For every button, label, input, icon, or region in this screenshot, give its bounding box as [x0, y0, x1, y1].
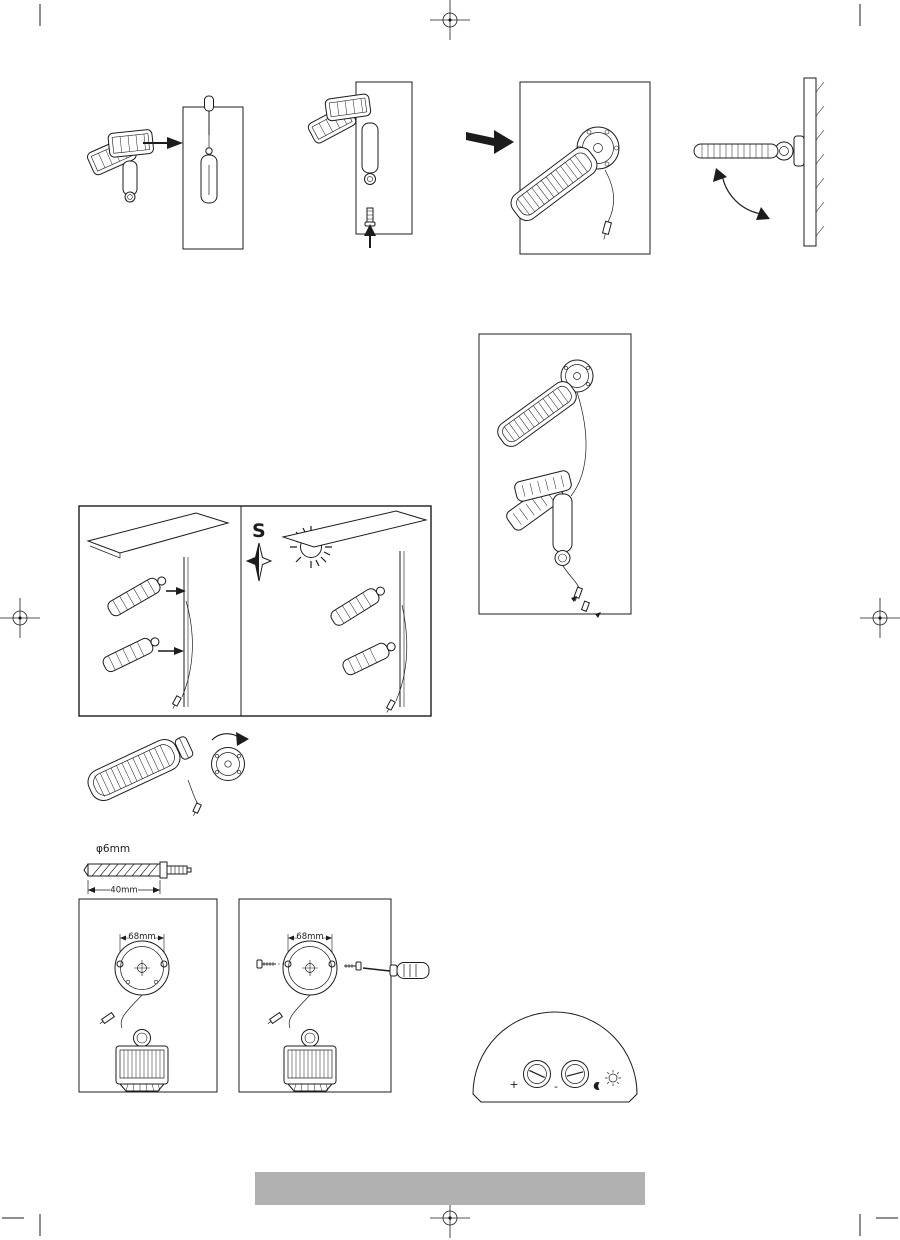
- locking-ring: [211, 747, 245, 781]
- rotation-arrow-icon: [713, 168, 770, 220]
- cable: [570, 391, 587, 497]
- cable: [120, 994, 143, 1029]
- wall-plate-side: [774, 135, 805, 167]
- sun-icon: [605, 1070, 621, 1086]
- mounting-bracket: [200, 147, 218, 204]
- drill-diameter-label: φ6mm: [96, 843, 130, 855]
- cable: [288, 994, 311, 1029]
- dial-minus-label: -: [554, 1080, 558, 1093]
- cable-plug: [267, 1011, 284, 1025]
- wall-plate: [282, 940, 338, 996]
- connect-arrow-icon: [571, 596, 577, 602]
- footer-bar: [255, 1172, 645, 1205]
- step-fix-bracket-illustration: [87, 95, 244, 250]
- diagram-frame: [78, 505, 432, 717]
- depth-dimension: 40mm: [87, 880, 161, 896]
- direction-arrow-icon: [143, 137, 183, 149]
- moon-icon: [593, 1082, 600, 1090]
- brick-wall: [78, 898, 218, 1093]
- brick-wall: [355, 81, 413, 235]
- tile-wall: [519, 81, 651, 255]
- mounting-diagram-screw: 68mm: [238, 898, 430, 1093]
- cable-plug: [573, 586, 583, 602]
- orientation-diagram: S: [78, 505, 432, 717]
- screw-icon: [364, 207, 376, 227]
- registration-mark-right: [860, 598, 900, 638]
- hole-spacing-label: 68mm: [296, 932, 323, 942]
- hole-spacing-dimension: 68mm: [119, 931, 165, 958]
- hole-spacing-label: 68mm: [128, 932, 155, 942]
- solar-panel: [330, 586, 385, 626]
- cable-plug: [601, 220, 613, 240]
- panel-and-ring-illustration: [87, 732, 249, 816]
- right-scene: [281, 510, 428, 713]
- dial-plus-label: +: [509, 1078, 518, 1091]
- direction-arrow-icon: [466, 130, 514, 154]
- wall-anchor-icon: [83, 861, 192, 879]
- step-rotate-panel-illustration: [693, 77, 825, 247]
- anchor-spec-illustration: φ6mm 40mm: [83, 843, 192, 896]
- wall-plate: [114, 940, 170, 996]
- mounting-diagram-mark: 68mm: [78, 898, 218, 1093]
- anchor-length-label: 40mm: [110, 886, 137, 896]
- adjustment-dials-illustration: + -: [472, 1011, 638, 1103]
- solar-panel-edge: [693, 143, 779, 159]
- dual-head-floodlight: [307, 93, 379, 185]
- brick-wall: [478, 333, 632, 615]
- connect-arrow-icon: [595, 612, 601, 618]
- step-attach-solar-panel-illustration: [466, 81, 651, 255]
- solar-panel: [87, 738, 181, 802]
- registration-mark-left: [0, 598, 40, 638]
- dual-head-floodlight: [506, 470, 573, 566]
- floodlight-front: [283, 1029, 337, 1092]
- direction-arrow-icon: [174, 647, 184, 655]
- roof-eave: [86, 512, 230, 554]
- cable-plug: [99, 1011, 116, 1025]
- cable-plug: [385, 699, 396, 713]
- cable: [604, 169, 614, 223]
- solar-panel: [497, 381, 577, 447]
- assembled-product-illustration: [478, 333, 632, 618]
- dual-head-floodlight: [87, 129, 154, 203]
- cable: [187, 779, 199, 805]
- compass: S: [245, 520, 273, 582]
- cable: [395, 604, 408, 702]
- cable-lower: [562, 565, 580, 589]
- solar-panel: [107, 576, 167, 617]
- panel-collar: [174, 736, 194, 760]
- roof-eave: [281, 510, 428, 548]
- solar-panel: [342, 642, 396, 676]
- left-scene: [86, 512, 230, 709]
- brick-wall: [238, 898, 392, 1093]
- screw-icon: [344, 961, 362, 971]
- floodlight-front: [115, 1029, 169, 1092]
- compass-south-label: S: [252, 520, 266, 542]
- solar-panel: [510, 147, 598, 221]
- wall-side-view: [803, 77, 817, 247]
- up-arrow-icon: [364, 224, 376, 248]
- cable: [181, 600, 193, 698]
- dial-knob-right: [561, 1060, 589, 1088]
- dial-knob-left: [523, 1060, 551, 1088]
- screwdriver-icon: [204, 95, 214, 147]
- step-hang-light-illustration: [307, 81, 413, 248]
- cable-plug: [192, 802, 202, 816]
- registration-mark-top: [430, 0, 470, 40]
- rotate-arrow-icon: [211, 732, 249, 746]
- solar-panel: [102, 637, 160, 673]
- cable-socket: [580, 600, 590, 612]
- screwdriver-icon: [362, 962, 430, 979]
- direction-arrow-icon: [176, 587, 186, 595]
- sensor-dome: [472, 1011, 638, 1103]
- wall-hatching: [815, 81, 825, 237]
- screw-icon: [256, 959, 284, 969]
- cable-plug: [171, 695, 182, 709]
